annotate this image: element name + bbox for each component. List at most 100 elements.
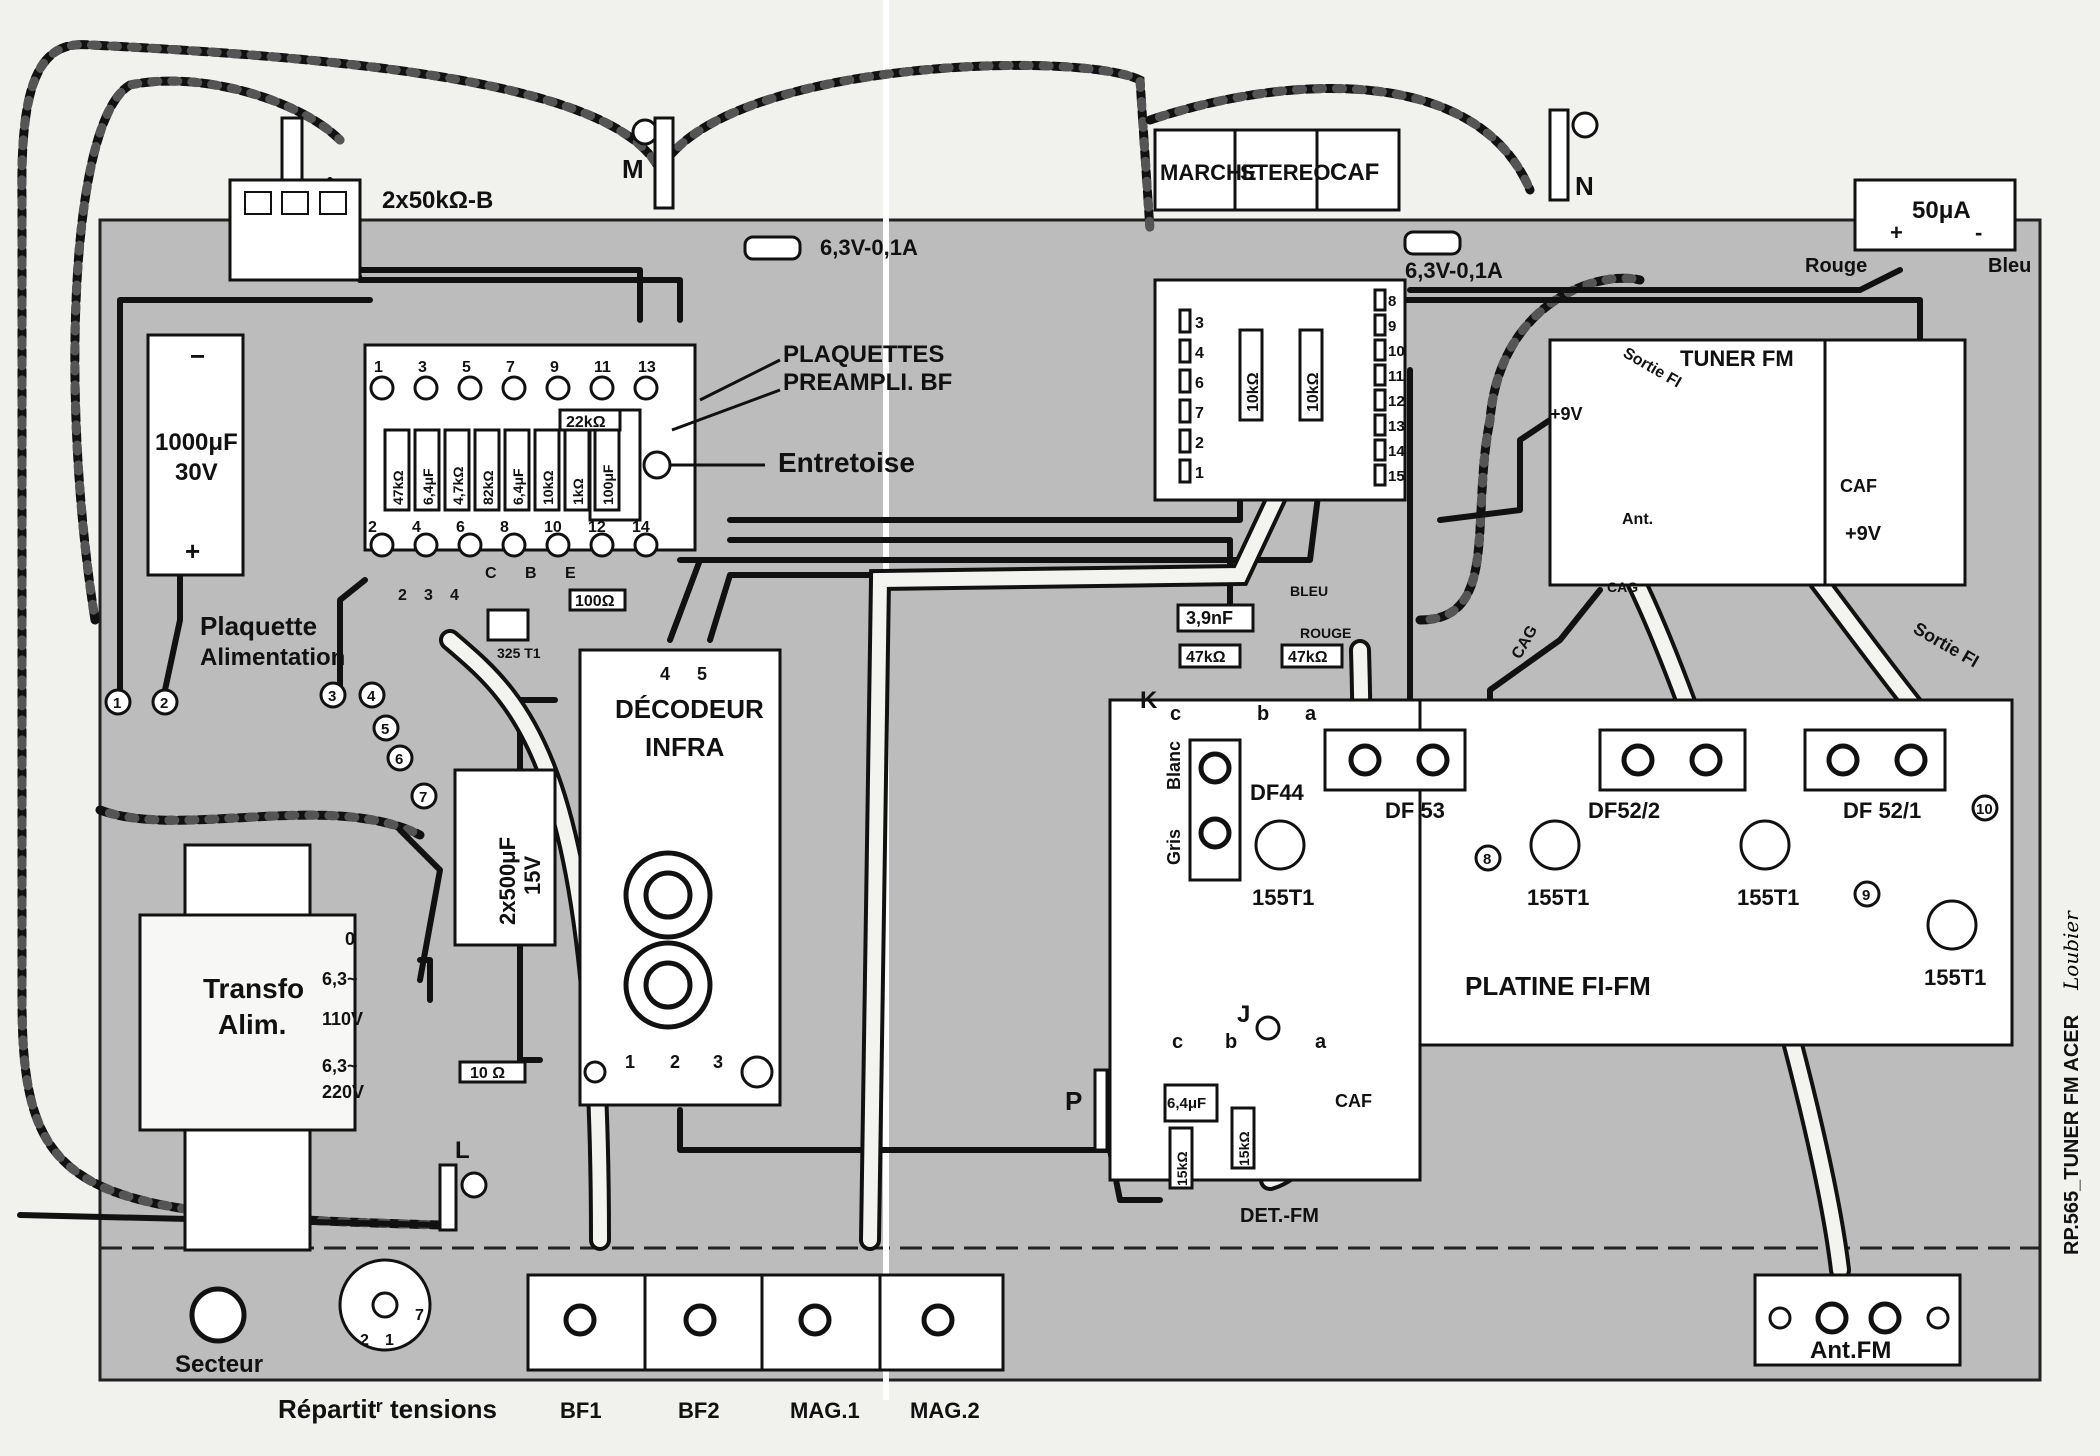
preamp-pin-bottom (633, 532, 659, 558)
label-gris: Gris (1164, 829, 1184, 865)
pin-c2: c (1172, 1031, 1183, 1053)
connection-point (358, 681, 386, 709)
switch-pin-left-label: 1 (1195, 465, 1204, 482)
tuner-title: TUNER FM (1680, 346, 1794, 371)
capacitor-2x500uf: 2x500μF 15V (453, 768, 557, 947)
preamp-pin-top-label: 9 (550, 359, 559, 376)
preamp-pin-top-label: 1 (374, 359, 383, 376)
connection-point (319, 681, 347, 709)
transistor-can (1529, 819, 1581, 871)
cap-64uf: 6,4μF (1167, 1095, 1206, 1112)
preamp-pin-bottom-label: 6 (456, 519, 465, 536)
switch-pin-right-label: 13 (1388, 418, 1405, 435)
preamp-pin-top (501, 375, 527, 401)
switch-pin-right (1373, 388, 1387, 412)
twisted-pair-supply-b (95, 805, 425, 840)
switch-pin-right (1373, 463, 1387, 487)
preamp-pin-top (589, 375, 615, 401)
preamp-component-label: 1kΩ (570, 478, 586, 505)
preamp-pin-top-label: 13 (638, 359, 656, 376)
switch-caf: CAF (1330, 159, 1379, 186)
pin-a2: a (1315, 1031, 1327, 1053)
sock-2: 2 (360, 1332, 369, 1349)
cap-39nf: 3,9nF (1186, 608, 1233, 628)
preamp-component-label: 10kΩ (540, 470, 556, 505)
twisted-pair-tuner-b (1415, 273, 1645, 625)
switch-pin-right-label: 15 (1388, 468, 1405, 485)
wire-bus-3 (337, 577, 368, 693)
connection-point (1474, 844, 1502, 872)
df44-label: DF44 (1250, 780, 1305, 805)
switch-pin-right-label: 14 (1388, 443, 1405, 460)
pin-b2: b (1225, 1031, 1237, 1053)
lamp-n: N 6,3V-0,1A (1403, 108, 1599, 283)
tuner-fm: TUNER FM Sortie FI +9V CAF +9V Ant. CAG … (1509, 338, 1982, 671)
preamp-component (413, 428, 441, 512)
preamp-tr325: 325 T1 (497, 645, 541, 661)
cap-voltage: 30V (175, 459, 218, 486)
switch-pin-left (1178, 428, 1192, 454)
lamp-n-label: N (1575, 171, 1594, 201)
bf1-label: BF1 (560, 1398, 602, 1423)
bf2-label: BF2 (678, 1398, 720, 1423)
wire-bus-1 (117, 297, 373, 693)
connection-point-label: 6 (395, 751, 403, 768)
det-cluster: 6,4μF 15kΩ 15kΩ DET.-FM (1163, 1083, 1319, 1227)
decoder-pin-1: 1 (625, 1052, 635, 1072)
preamp-r100: 100Ω (575, 593, 615, 610)
label-bleu: BLEU (1290, 583, 1328, 599)
preamp-component (443, 428, 471, 512)
sock-1: 1 (385, 1332, 394, 1349)
platine-fi-fm: PLATINE FI-FM K c b a Blanc Gris DF44 DF… (1065, 687, 2014, 1182)
switch-stereo: STEREO (1240, 160, 1330, 185)
preamp-pin-top-label: 3 (418, 359, 427, 376)
pin-b1: b (1257, 703, 1269, 725)
wire-decoder-1 (667, 557, 743, 643)
connection-point-label: 10 (1976, 801, 1993, 818)
transistor-label: 155T1 (1252, 885, 1314, 910)
twisted-pair-left-b (17, 40, 665, 1230)
mag1-label: MAG.1 (790, 1398, 860, 1423)
preamp-pin-bottom-label: 8 (500, 519, 509, 536)
connection-point-label: 8 (1483, 851, 1491, 868)
platine-title: PLATINE FI-FM (1465, 971, 1651, 1001)
preamp-pin-bottom (457, 532, 483, 558)
cap-minus: − (190, 341, 205, 371)
transistor-can (1926, 899, 1978, 951)
preamp-pin-bottom (545, 532, 571, 558)
connection-point (1853, 880, 1881, 908)
preamp-pin-letter: E (565, 565, 576, 582)
switch-pin-left-label: 4 (1195, 345, 1204, 362)
tap-63a: 6,3~ (322, 969, 358, 989)
preamp-pin-top (413, 375, 439, 401)
repartiteur-label: Répartitʳ tensions (278, 1394, 497, 1424)
preamp-r22k: 22kΩ (566, 414, 606, 431)
decoder-pin-2: 2 (670, 1052, 680, 1072)
side-caption: RP.565_TUNER FM ACER (2061, 1014, 2083, 1255)
switch-pin-right (1373, 313, 1387, 337)
connection-point-label: 7 (419, 789, 427, 806)
secteur-socket: Secteur (175, 1286, 263, 1378)
preamp-pin-bottom-label: 14 (632, 519, 650, 536)
lamp-rating-left: 6,3V-0,1A (820, 235, 918, 260)
preamp-pin-letter: B (525, 565, 537, 582)
label-p: P (1065, 1086, 1082, 1116)
preamp-pin-bottom-label: 10 (544, 519, 562, 536)
preamp-pin-top (633, 375, 659, 401)
preamp-pin-bottom (413, 532, 439, 558)
preamp-component-label: 100μF (600, 464, 616, 505)
switch-pin-left (1178, 338, 1192, 364)
tap-220: 220V (322, 1082, 364, 1102)
switch-pin-right-label: 12 (1388, 393, 1405, 410)
preamp-pin-bottom (369, 532, 395, 558)
switch-pin-right-label: 10 (1388, 343, 1405, 360)
signature: Loubier (2059, 910, 2083, 991)
voltage-selector: 2 1 7 Répartitʳ tensions (278, 1258, 497, 1424)
transistor-can (1739, 819, 1791, 871)
switch-pin-left (1178, 308, 1192, 334)
wire-9v (1437, 417, 1553, 523)
pin-a1: a (1305, 703, 1317, 725)
pot-label: 2x50kΩ-B (382, 187, 493, 214)
